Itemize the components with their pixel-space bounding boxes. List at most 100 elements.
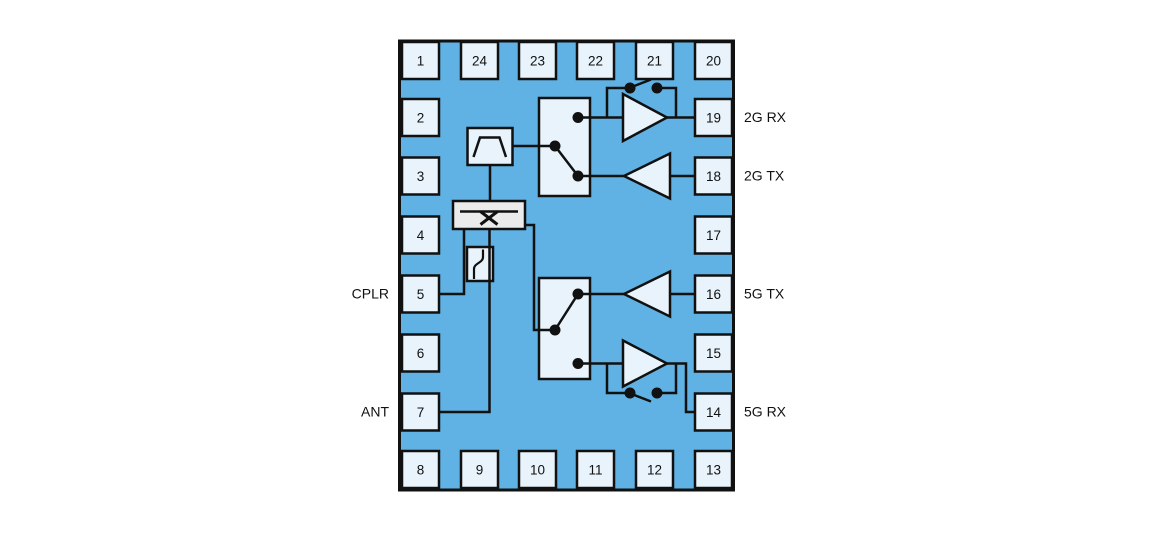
pin-22: 22 [575,40,616,81]
pin-7: 7 [400,392,441,432]
pin-label-1: 1 [417,54,425,69]
pin-10: 10 [517,449,558,490]
pin-label-4: 4 [417,228,425,243]
wire-5g-lna-to-pin14 [667,362,695,414]
bandpass-filter-box [466,126,514,167]
pin-box-2 [400,97,441,138]
pin-box-13 [693,449,734,490]
pin-label-5: 5 [417,287,425,302]
spdt-switch-2g-arm [554,145,579,177]
label-cplr: CPLR [352,286,389,302]
bypass-5g-right-dot [651,387,663,399]
pin-label-8: 8 [417,463,425,478]
bandpass-filter [466,126,514,167]
pin-label-24: 24 [472,54,488,69]
pin-box-23 [517,40,558,81]
pin-21: 21 [634,40,675,81]
pin-box-3 [400,156,441,196]
pin-label-11: 11 [588,463,602,478]
pin-14: 14 [693,392,734,432]
switch-5g-tx-throw-dot [572,288,584,300]
pin-box-9 [459,449,500,490]
pin-box-5 [400,274,441,314]
switch-2g-rx-throw-dot [572,112,584,123]
switch-5g-pole-dot [549,324,561,336]
bypass-5g-left-dot [624,387,636,399]
pin-20: 20 [693,40,734,81]
pin-label-15: 15 [706,346,721,361]
pin-label-12: 12 [647,463,662,478]
lna-5g-icon [621,338,670,389]
pin-label-23: 23 [530,54,545,69]
pin-box-6 [400,333,441,373]
pin-9: 9 [459,449,500,490]
pin-label-7: 7 [417,405,425,420]
pin-15: 15 [693,333,734,373]
pin-label-13: 13 [706,463,721,478]
pin-label-9: 9 [476,463,484,478]
label-ant: ANT [361,404,389,420]
pin-box-18 [693,156,734,196]
pin-box-14 [693,392,734,432]
wire-coupler-to-ant [439,229,491,414]
pin-3: 3 [400,156,441,196]
pa-2g-icon [621,151,672,201]
bandpass-filter-icon [472,136,508,158]
pin-label-3: 3 [417,169,425,184]
pin-box-17 [693,215,734,255]
label-5g-rx: 5G RX [744,404,787,420]
directional-coupler-box [451,199,527,231]
pin-box-21 [634,40,675,81]
pin-label-16: 16 [706,287,721,302]
switch-5g-rx-throw-dot [572,358,584,369]
pin-box-19 [693,97,734,138]
pin-label-19: 19 [706,111,721,126]
pin-8: 8 [400,449,441,490]
pin-label-10: 10 [530,463,545,478]
pin-box-22 [575,40,616,81]
pin-label-17: 17 [706,228,721,243]
wire-coupler-to-5g-switch [525,223,555,332]
pin-label-22: 22 [588,54,603,69]
pin-box-1 [400,40,441,81]
pin-label-21: 21 [647,54,662,69]
wire-2g-bypass-left [605,86,629,118]
pin-box-16 [693,274,734,314]
pin-label-2: 2 [417,111,425,126]
coupler-port-switch-icon [472,249,485,279]
wire-2g-bypass-right [657,86,678,118]
pin-17: 17 [693,215,734,255]
wire-pin5-to-coupler [439,230,466,296]
pin-18: 18 [693,156,734,196]
spdt-switch-5g-arm [553,293,580,331]
label-2g-tx: 2G TX [744,168,785,184]
pin-12: 12 [634,449,675,490]
pin-label-14: 14 [706,405,722,420]
pin-23: 23 [517,40,558,81]
wires [439,78,695,414]
pin-box-4 [400,215,441,255]
pin-13: 13 [693,449,734,490]
bypass-2g-left-dot [624,82,636,94]
lna-2g-icon [621,91,670,144]
pin-box-7 [400,392,441,432]
pin-2: 2 [400,97,441,138]
pin-box-20 [693,40,734,81]
pin-box-15 [693,333,734,373]
bypass-2g-right-dot [651,82,663,94]
label-2g-rx: 2G RX [744,109,787,125]
pin-4: 4 [400,215,441,255]
pin-label-20: 20 [706,54,721,69]
pin-box-10 [517,449,558,490]
pin-label-6: 6 [417,346,425,361]
pin-box-11 [575,449,616,490]
pin-11: 11 [575,449,616,490]
pa-5g-icon [621,269,672,319]
directional-coupler [451,199,527,231]
coupler-x-icon [479,210,499,226]
pin-19: 19 [693,97,734,138]
pin-1: 1 [400,40,441,81]
switch-2g-tx-throw-dot [572,170,584,182]
wire-5g-bypass-left [605,363,629,395]
